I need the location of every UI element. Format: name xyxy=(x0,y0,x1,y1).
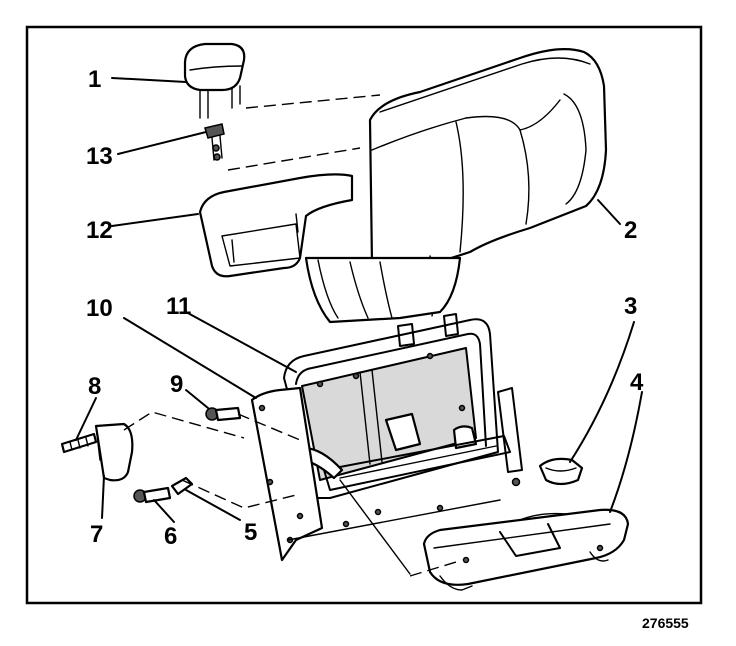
callout-2: 2 xyxy=(624,217,637,244)
screw-part xyxy=(60,432,98,454)
headrest-part xyxy=(183,42,246,119)
callout-1: 1 xyxy=(88,66,101,93)
seatback-frame-part xyxy=(283,313,523,499)
leader-lines xyxy=(75,77,643,523)
callout-8: 8 xyxy=(88,373,101,400)
bolt-6-part xyxy=(133,486,172,504)
bolt-9-part xyxy=(205,406,242,422)
diagram-frame xyxy=(25,25,703,605)
figure-number: 276555 xyxy=(642,615,689,631)
callout-6: 6 xyxy=(164,523,177,550)
callout-7: 7 xyxy=(90,521,103,548)
callout-11: 11 xyxy=(166,293,191,320)
clip-part xyxy=(538,457,584,486)
seat-pan-part xyxy=(422,508,630,591)
callout-5: 5 xyxy=(244,519,257,546)
headrest-guide-part xyxy=(204,123,225,161)
callout-4: 4 xyxy=(630,369,644,396)
callout-13: 13 xyxy=(86,143,113,170)
callout-3: 3 xyxy=(624,293,637,320)
callout-12: 12 xyxy=(86,217,113,244)
seatback-cushion-part xyxy=(368,48,608,319)
callout-9: 9 xyxy=(170,371,183,398)
callout-10: 10 xyxy=(86,295,113,322)
seat-side-panel-part xyxy=(250,386,501,562)
armrest-part xyxy=(198,173,354,278)
recliner-cover-part xyxy=(94,422,134,482)
